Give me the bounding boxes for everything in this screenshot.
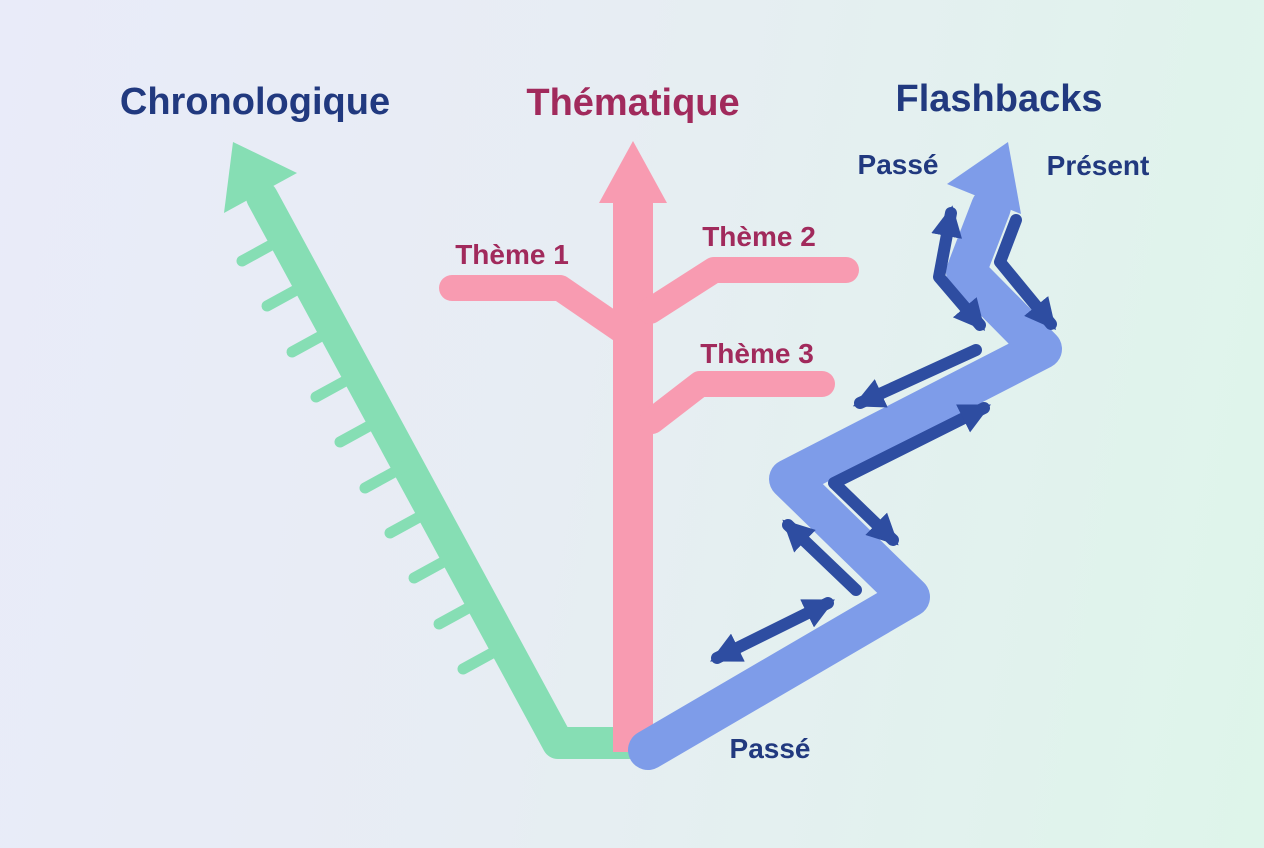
tick-mark bbox=[408, 549, 462, 584]
theme3-branch bbox=[639, 371, 835, 434]
theme-arrowhead-icon bbox=[599, 141, 667, 203]
tick-mark bbox=[359, 459, 413, 494]
label-theme2: Thème 2 bbox=[702, 221, 816, 252]
bent-double-arrow-top-left bbox=[931, 205, 986, 331]
zigzag-arrowhead-icon bbox=[947, 142, 1021, 214]
arrow-up-left bbox=[782, 519, 862, 596]
title-thematic: Thématique bbox=[526, 82, 739, 124]
tick-mark bbox=[433, 595, 487, 630]
theme1-branch bbox=[439, 275, 643, 349]
bent-double-arrow-middle bbox=[828, 402, 991, 546]
double-arrow-bottom bbox=[710, 597, 835, 664]
chronological-timeline-arrow bbox=[224, 142, 661, 759]
label-theme1: Thème 1 bbox=[455, 239, 569, 270]
timeline-arrowhead-icon bbox=[224, 142, 297, 213]
tick-mark bbox=[261, 277, 315, 312]
tick-mark bbox=[457, 640, 511, 675]
title-chronological: Chronologique bbox=[120, 81, 390, 123]
arrow-down-left bbox=[852, 344, 982, 409]
label-past-bottom: Passé bbox=[730, 733, 811, 764]
bent-arrow-top-right bbox=[994, 214, 1057, 331]
theme2-branch bbox=[637, 257, 859, 324]
flashback-motion-arrows bbox=[710, 205, 1057, 664]
timeline-tick-marks bbox=[236, 232, 511, 675]
label-theme3: Thème 3 bbox=[700, 338, 814, 369]
tick-mark bbox=[310, 368, 364, 403]
label-present-top: Présent bbox=[1047, 150, 1150, 181]
tick-mark bbox=[286, 323, 340, 358]
tick-mark bbox=[384, 504, 438, 539]
thematic-tree bbox=[439, 141, 859, 752]
tick-mark bbox=[334, 413, 388, 448]
label-past-top: Passé bbox=[858, 149, 939, 180]
title-flashbacks: Flashbacks bbox=[896, 78, 1103, 120]
tick-mark bbox=[236, 232, 290, 267]
